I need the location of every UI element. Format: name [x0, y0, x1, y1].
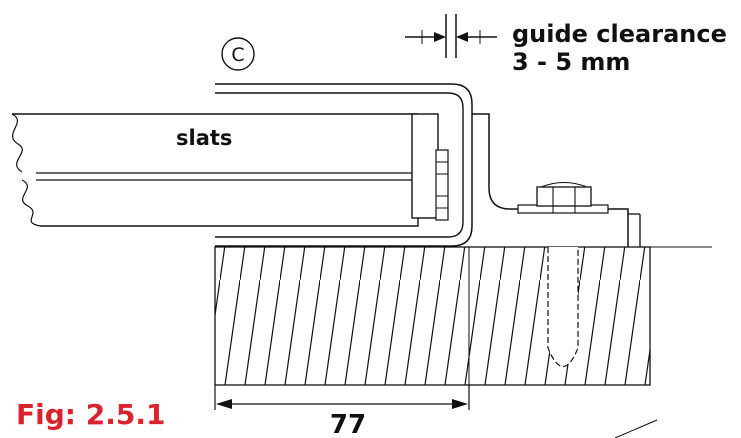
mounting-bracket	[472, 113, 641, 247]
guide-clearance-value: 3 - 5 mm	[512, 48, 630, 76]
guide-rail	[215, 83, 473, 247]
slats-label: slats	[176, 126, 232, 150]
wall-section	[214, 246, 712, 386]
guide-clearance-title: guide clearance	[512, 20, 727, 48]
figure-label: Fig: 2.5.1	[16, 398, 165, 431]
callout-circle: C	[221, 37, 255, 71]
width-dimension: 77	[214, 385, 470, 438]
hex-bolt	[517, 181, 609, 214]
anchor-bolt	[547, 247, 579, 368]
leader-line	[614, 419, 658, 438]
callout-letter: C	[231, 44, 244, 66]
clearance-symbol	[405, 14, 497, 58]
dimension-value: 77	[330, 410, 366, 438]
slat-end-clip	[411, 113, 449, 221]
